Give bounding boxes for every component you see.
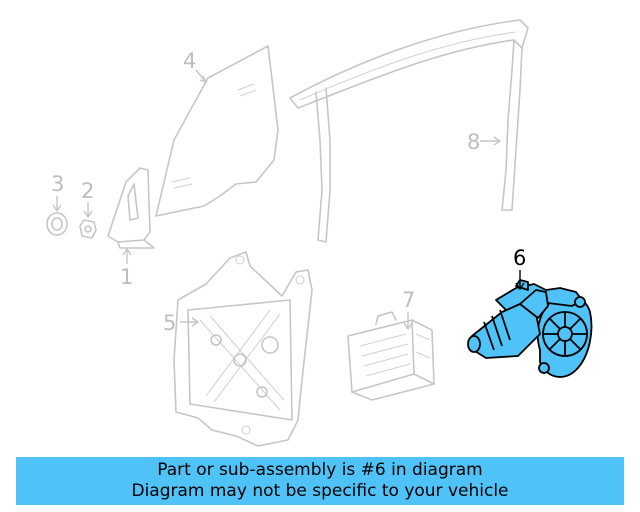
leader-lines — [52, 69, 525, 331]
part-8-door-frame[interactable] — [289, 19, 529, 243]
callout-8: 8 — [467, 130, 480, 154]
parts-diagram: 4 8 3 2 1 5 7 6 — [46, 19, 593, 447]
part-3-grommet[interactable] — [46, 212, 68, 236]
part-2-clip[interactable] — [79, 219, 97, 239]
info-banner: Part or sub-assembly is #6 in diagram Di… — [16, 457, 624, 505]
callout-6: 6 — [513, 246, 526, 270]
callout-2: 2 — [81, 179, 94, 203]
callout-5: 5 — [163, 311, 176, 335]
banner-line-1: Part or sub-assembly is #6 in diagram — [157, 460, 483, 480]
part-6-window-motor[interactable] — [467, 279, 593, 378]
part-1-quarter-glass[interactable] — [107, 167, 155, 249]
callout-3: 3 — [51, 172, 64, 196]
callout-1: 1 — [120, 265, 133, 289]
part-4-door-glass[interactable] — [155, 45, 279, 217]
callout-4: 4 — [183, 49, 196, 73]
banner-line-2: Diagram may not be specific to your vehi… — [131, 481, 509, 501]
part-5-regulator[interactable] — [173, 251, 313, 447]
part-7-control-module[interactable] — [347, 311, 435, 401]
callouts: 4 8 3 2 1 5 7 6 — [51, 49, 526, 335]
callout-7: 7 — [402, 288, 415, 312]
